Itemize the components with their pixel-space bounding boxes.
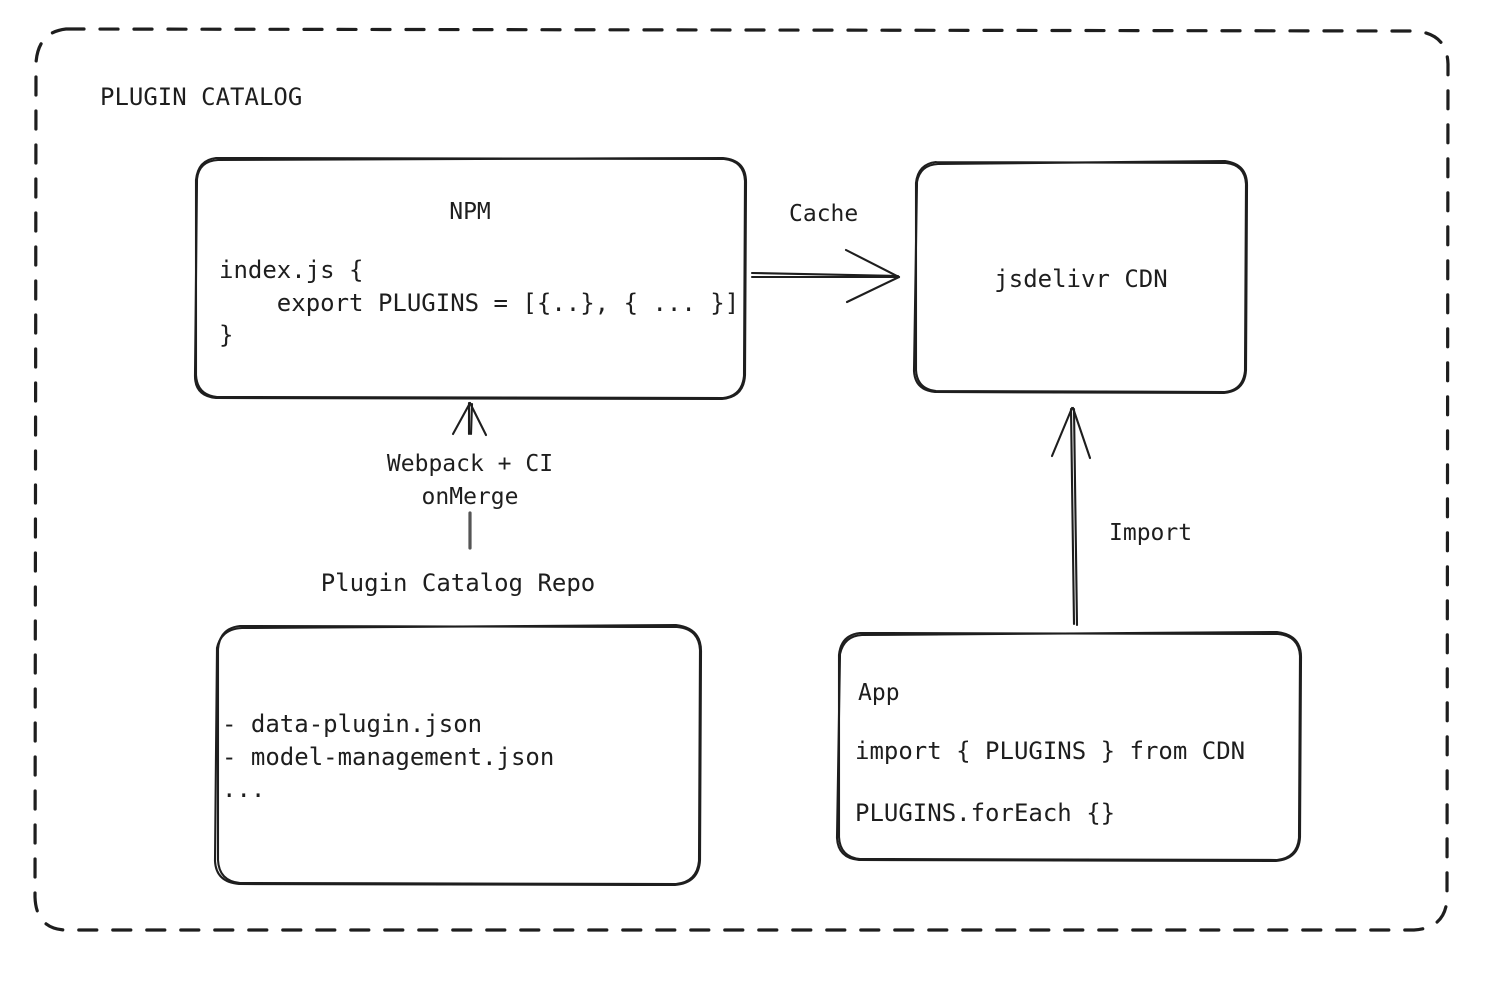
import-edge-label: Import (1109, 520, 1193, 546)
app-node-code-line-1: import { PLUGINS } from CDN (855, 737, 1246, 765)
cache-arrow (750, 248, 901, 304)
import-arrow (1050, 406, 1092, 627)
repo-box-border (213, 623, 703, 887)
app-node-code-line-2: PLUGINS.forEach {} (855, 799, 1116, 827)
group-container-border (33, 27, 1450, 932)
npm-node-code: index.js { export PLUGINS = [{..}, { ...… (219, 256, 740, 350)
build-arrow (451, 401, 488, 550)
npm-node-title: NPM (449, 199, 491, 225)
repo-node-caption: Plugin Catalog Repo (320, 569, 596, 597)
cdn-box-border (912, 159, 1249, 395)
app-node-title: App (858, 680, 900, 706)
repo-node-list: - data-plugin.json - model-management.js… (222, 710, 555, 804)
cache-edge-label: Cache (789, 201, 859, 227)
group-title: PLUGIN CATALOG (100, 83, 303, 111)
app-box-border (835, 630, 1303, 863)
build-edge-label: Webpack + CI onMerge (386, 451, 554, 510)
cdn-node-title: jsdelivr CDN (994, 265, 1168, 293)
npm-box-border (193, 156, 748, 401)
